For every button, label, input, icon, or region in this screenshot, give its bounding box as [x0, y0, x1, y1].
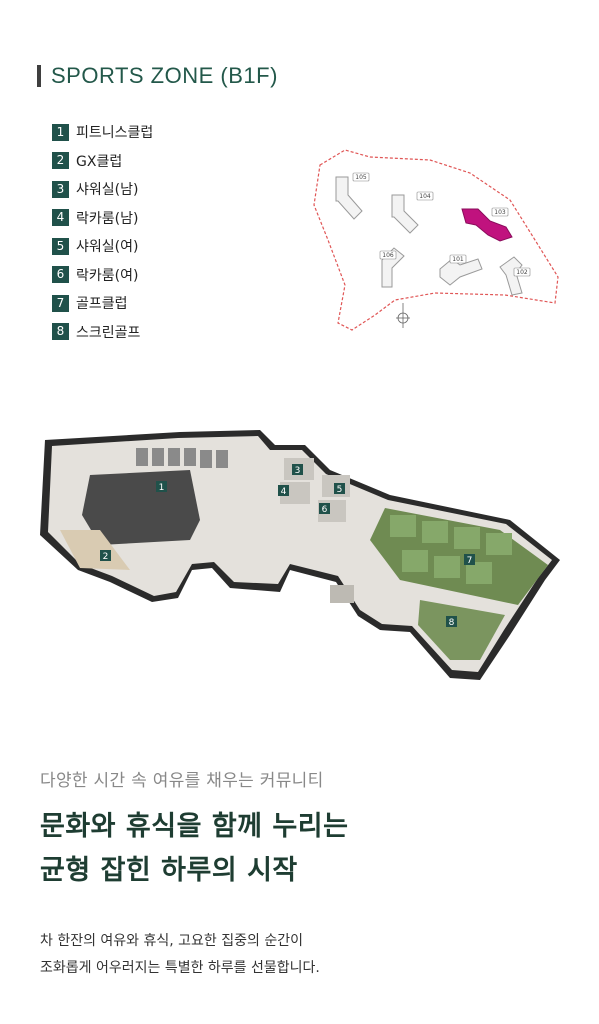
- legend-label: 샤워실(남): [76, 182, 139, 199]
- site-boundary: [313, 149, 559, 331]
- description-line: 조화롭게 어우러지는 특별한 하루를 선물합니다.: [40, 960, 320, 976]
- section-title: SPORTS ZONE (B1F): [51, 63, 278, 88]
- room-marker: 4: [281, 487, 287, 497]
- building-label: 102: [516, 269, 528, 276]
- tagline: 다양한 시간 속 여유를 채우는 커뮤니티: [40, 771, 324, 791]
- room-marker: 8: [449, 618, 455, 628]
- legend-label: 골프클럽: [76, 296, 128, 313]
- legend-item: 6 락카룸(여): [52, 261, 153, 290]
- building-label: 104: [419, 193, 431, 200]
- legend-item: 8 스크린골프: [52, 318, 153, 347]
- legend-label: 샤워실(여): [76, 239, 139, 256]
- legend-label: 피트니스클럽: [76, 125, 154, 142]
- room-marker: 1: [159, 483, 165, 493]
- room-marker: 3: [295, 466, 301, 476]
- legend-item: 1 피트니스클럽: [52, 118, 153, 147]
- gx-club-area: [60, 530, 130, 570]
- legend-item: 3 샤워실(남): [52, 175, 153, 204]
- building-label: 103: [494, 209, 506, 216]
- building-label: 101: [452, 256, 464, 263]
- legend-label: 스크린골프: [76, 324, 141, 341]
- legend-number-badge: 6: [52, 266, 69, 284]
- stairs: [330, 585, 354, 603]
- legend-number-badge: 3: [52, 180, 69, 198]
- building-label: 106: [382, 252, 394, 259]
- floor-plan: 1 2 3 4 5 6 7 8: [40, 430, 560, 680]
- section-header: SPORTS ZONE (B1F): [37, 63, 278, 88]
- building-label: 105: [355, 174, 367, 181]
- building-shape: [499, 256, 523, 296]
- legend-number-badge: 1: [52, 123, 69, 141]
- description-line: 차 한잔의 여유와 휴식, 고요한 집중의 순간이: [40, 933, 303, 949]
- legend-label: GX클럽: [76, 153, 123, 170]
- description: 차 한잔의 여유와 휴식, 고요한 집중의 순간이 조화롭게 어우러지는 특별한…: [40, 928, 320, 982]
- legend-item: 2 GX클럽: [52, 147, 153, 176]
- legend-item: 7 골프클럽: [52, 289, 153, 318]
- site-key-map: 105 104 103 106 101 102: [313, 149, 559, 331]
- headline-line: 문화와 휴식을 함께 누리는: [40, 811, 349, 842]
- screen-golf-area: [418, 600, 505, 660]
- building-shape: [391, 194, 419, 234]
- legend-number-badge: 7: [52, 294, 69, 312]
- fitness-area: [82, 470, 200, 545]
- legend-label: 락카룸(여): [76, 267, 139, 284]
- headline-line: 균형 잡힌 하루의 시작: [40, 855, 298, 886]
- room-marker: 5: [337, 485, 343, 495]
- compass-icon: [396, 303, 410, 328]
- highlighted-building: [461, 208, 513, 242]
- headline: 문화와 휴식을 함께 누리는 균형 잡힌 하루의 시작: [40, 805, 348, 893]
- legend-number-badge: 5: [52, 237, 69, 255]
- legend-item: 4 락카룸(남): [52, 204, 153, 233]
- legend-label: 락카룸(남): [76, 210, 139, 227]
- legend-number-badge: 4: [52, 209, 69, 227]
- header-accent-bar: [37, 65, 41, 87]
- legend-number-badge: 2: [52, 152, 69, 170]
- room-marker: 2: [103, 552, 109, 562]
- room-marker: 7: [467, 556, 473, 566]
- room-marker: 6: [322, 505, 328, 515]
- legend-number-badge: 8: [52, 323, 69, 341]
- legend-item: 5 샤워실(여): [52, 232, 153, 261]
- building-shape: [335, 176, 363, 220]
